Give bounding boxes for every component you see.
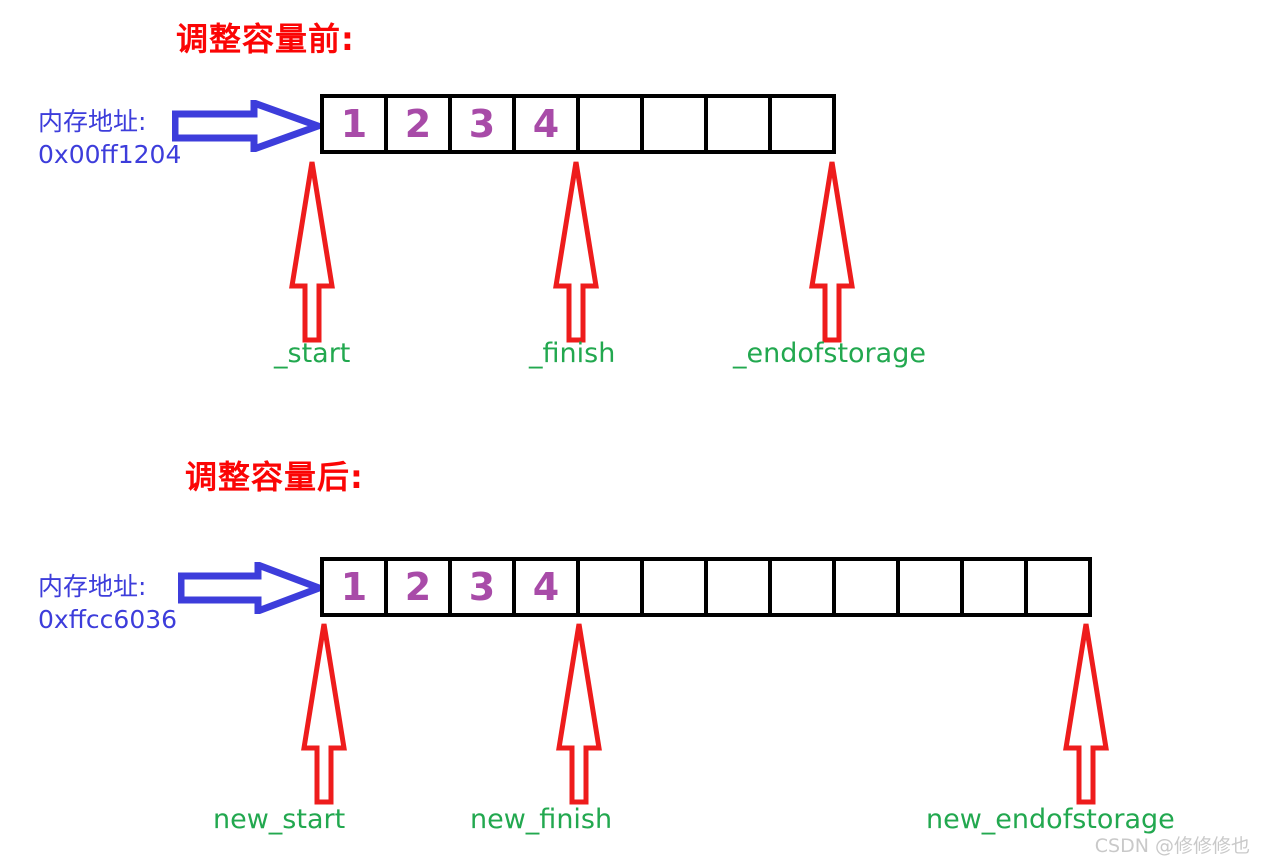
memory-address-value-before: 0x00ff1204 (38, 140, 182, 169)
memory-array-before: 1 2 3 4 (320, 94, 836, 154)
array-cell (900, 561, 964, 613)
array-cell (772, 561, 836, 613)
pointer-arrow-new-start-icon (301, 623, 347, 805)
array-cell: 2 (388, 98, 452, 150)
array-cell (964, 561, 1028, 613)
csdn-watermark: CSDN @修修修也 (1094, 835, 1250, 857)
pointer-label-start: _start (274, 338, 351, 369)
array-cell (708, 98, 772, 150)
array-cell: 3 (452, 98, 516, 150)
memory-address-value-after: 0xffcc6036 (38, 605, 178, 634)
array-cell: 1 (324, 98, 388, 150)
pointer-label-new-start: new_start (213, 804, 346, 835)
memory-address-before: 内存地址: 0x00ff1204 (38, 105, 181, 171)
pointer-label-finish: _finish (529, 338, 616, 369)
array-cell (644, 98, 708, 150)
pointer-arrow-endofstorage-icon (809, 161, 855, 343)
array-cell: 2 (388, 561, 452, 613)
array-cell (1028, 561, 1088, 613)
pointer-arrow-new-finish-icon (556, 623, 602, 805)
array-cell (644, 561, 708, 613)
array-cell (708, 561, 772, 613)
right-arrow-icon (172, 100, 322, 152)
pointer-label-new-finish: new_finish (470, 804, 613, 835)
array-cell (836, 561, 900, 613)
memory-address-after: 内存地址: 0xffcc6036 (38, 570, 177, 636)
pointer-arrow-new-endofstorage-icon (1063, 623, 1109, 805)
memory-address-label-after: 内存地址: (38, 572, 147, 601)
pointer-label-new-endofstorage: new_endofstorage (926, 804, 1175, 835)
array-cell: 1 (324, 561, 388, 613)
memory-array-after: 1 2 3 4 (320, 557, 1092, 617)
array-cell (580, 561, 644, 613)
pointer-arrow-finish-icon (553, 161, 599, 343)
array-cell: 4 (516, 561, 580, 613)
pointer-arrow-start-icon (289, 161, 335, 343)
array-cell (580, 98, 644, 150)
memory-address-label-before: 内存地址: (38, 107, 147, 136)
array-cell: 4 (516, 98, 580, 150)
array-cell (772, 98, 832, 150)
array-cell: 3 (452, 561, 516, 613)
section-title-before: 调整容量前: (176, 20, 355, 58)
section-title-after: 调整容量后: (185, 458, 364, 496)
right-arrow-icon (178, 562, 323, 614)
pointer-label-endofstorage: _endofstorage (733, 338, 926, 369)
